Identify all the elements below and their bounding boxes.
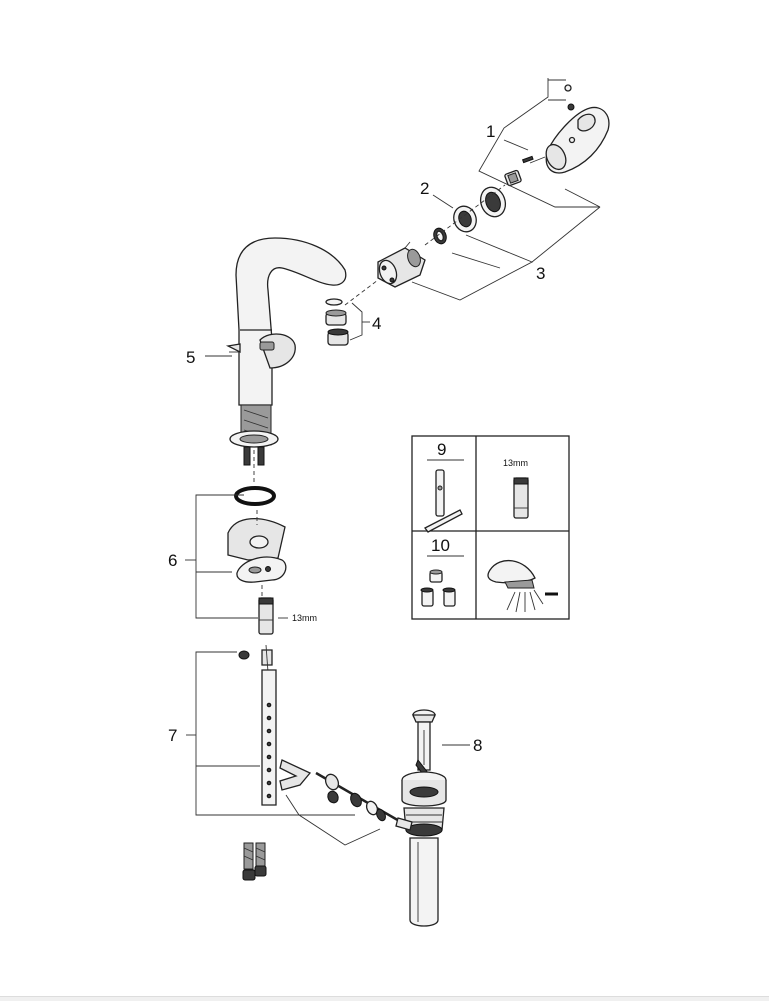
label-10: 10	[431, 536, 450, 555]
part-7-lift-rod-knob	[238, 644, 273, 673]
part-2-cap-ring	[479, 186, 507, 218]
supply-hoses	[242, 842, 267, 881]
label-2: 2	[420, 179, 429, 198]
part-1-adapter	[504, 169, 522, 187]
label-1: 1	[486, 122, 495, 141]
part-9-key-tool	[424, 469, 463, 533]
wrench-size-inset: 13mm	[503, 458, 528, 468]
part-10-spray-outlet	[487, 559, 558, 613]
label-5: 5	[186, 348, 195, 367]
part-7-extension-strap	[261, 669, 277, 806]
part-2-small-ring	[433, 227, 447, 245]
part-3-cartridge	[377, 241, 426, 288]
part-2-ring	[453, 205, 477, 233]
part-8-pop-up-plug	[412, 709, 436, 783]
label-6: 6	[168, 551, 177, 570]
page-footer-strip	[0, 996, 769, 1001]
part-6-o-ring	[234, 486, 276, 506]
label-3: 3	[536, 264, 545, 283]
label-7: 7	[168, 726, 177, 745]
part-6-nut	[258, 597, 274, 635]
part-8-waste-body	[395, 771, 447, 927]
part-5-faucet-body	[225, 237, 347, 466]
label-4: 4	[372, 314, 381, 333]
part-10-aerator-inserts	[420, 569, 456, 607]
part-7-spring-clip	[279, 759, 312, 791]
label-8: 8	[473, 736, 482, 755]
part-9-socket	[513, 477, 529, 519]
part-7-pivot-rod	[315, 771, 409, 828]
part-4-aerator	[325, 298, 349, 346]
part-6-gasket	[227, 517, 286, 561]
accessories-inset: 9 13mm 10	[411, 435, 570, 620]
wrench-size-main: 13mm	[292, 613, 317, 623]
part-1-screw	[521, 155, 534, 164]
part-1-lever-handle	[529, 84, 610, 174]
part-6-clamp-plate	[236, 556, 287, 583]
label-9: 9	[437, 440, 446, 459]
